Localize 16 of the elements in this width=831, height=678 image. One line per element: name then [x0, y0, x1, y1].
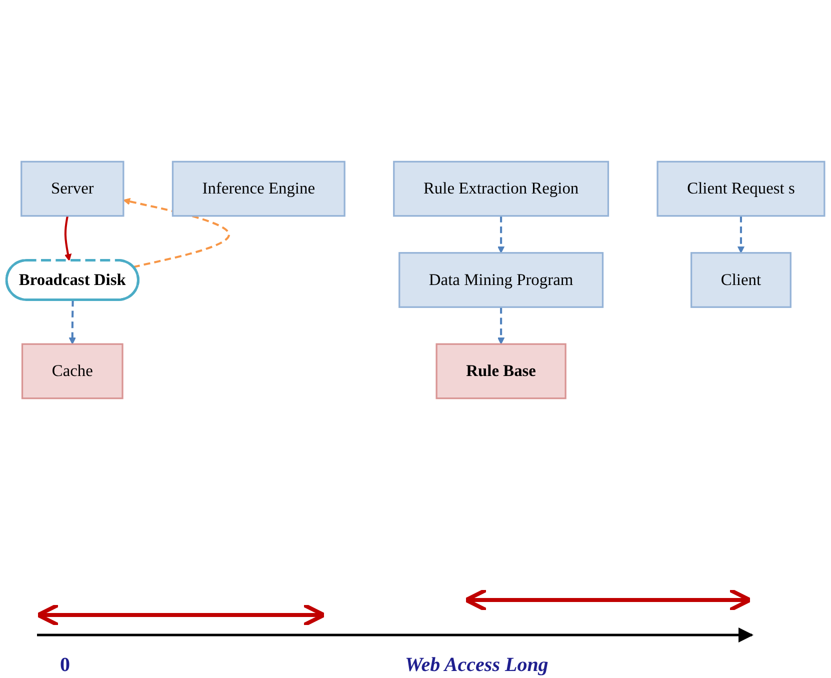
node-box: Client Request s [656, 160, 826, 217]
arrow [123, 198, 230, 268]
arrow [68, 300, 76, 344]
axis-origin-label: 0 [60, 654, 70, 677]
node-box: Cache [21, 343, 124, 400]
node-box: Client [690, 252, 792, 308]
arrow [737, 216, 745, 254]
node-box: Rule Extraction Region [393, 160, 610, 217]
axis-label: Web Access Long [405, 654, 548, 677]
arrow [497, 307, 505, 344]
arrow [497, 216, 505, 254]
node-box: Data Mining Program [398, 252, 604, 308]
node-box: Inference Engine [172, 160, 346, 217]
node-box: Rule Base [436, 343, 566, 400]
node-box: Server [20, 160, 124, 217]
arrow [64, 216, 72, 262]
